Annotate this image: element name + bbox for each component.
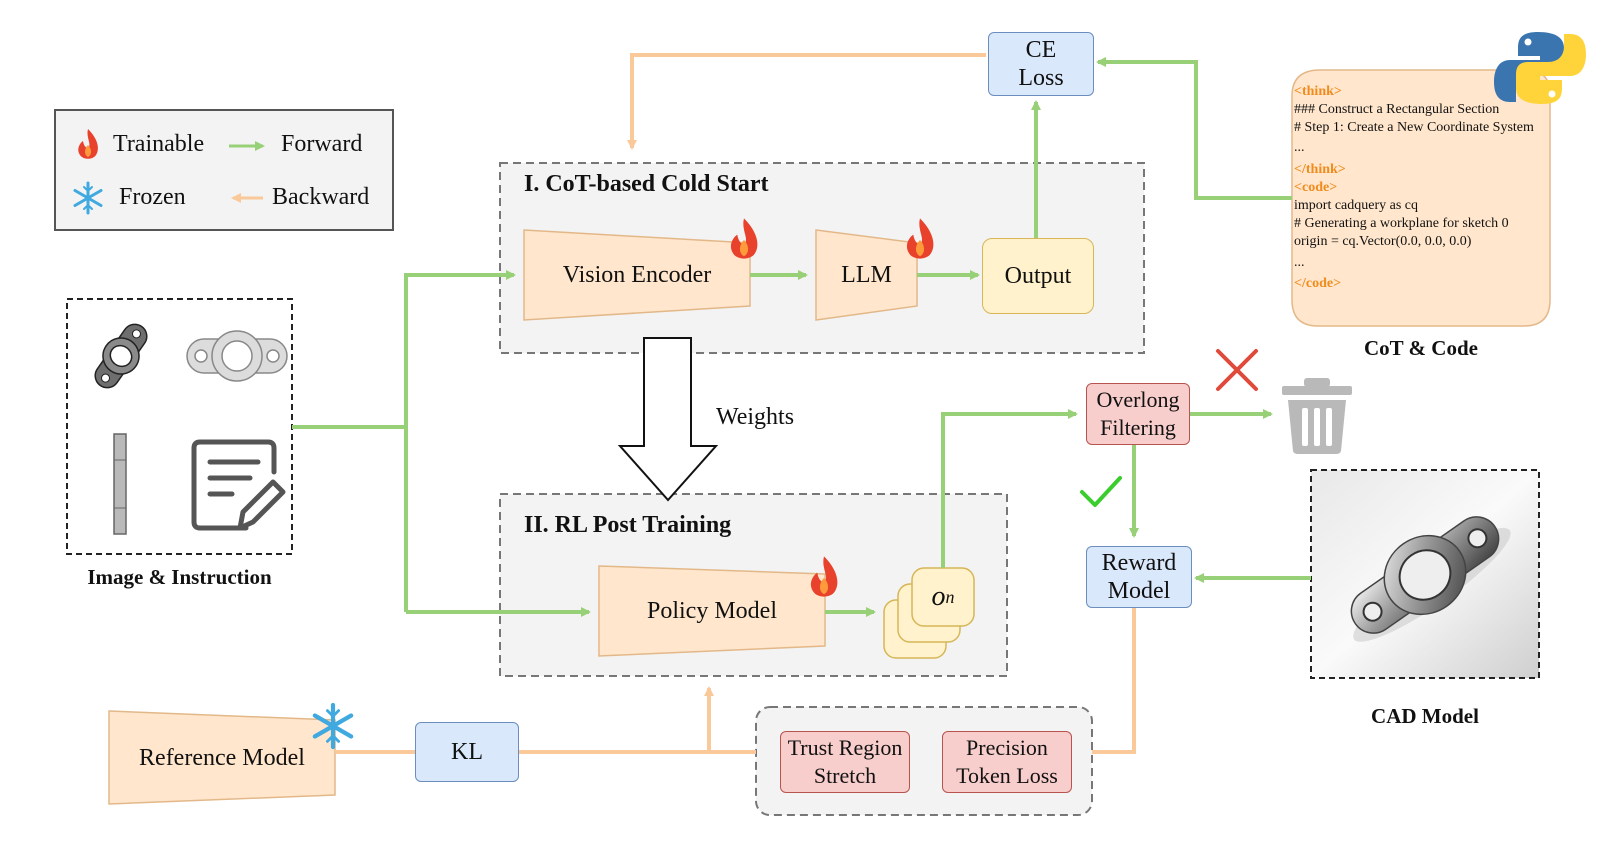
code-line: ... (1294, 140, 1305, 155)
code-line: ### Construct a Rectangular Section (1294, 102, 1500, 117)
legend-frozen-label: Frozen (119, 184, 186, 210)
part-isometric-thumbnail (94, 323, 148, 389)
snowflake-icon (73, 181, 103, 215)
policy-model-shape (598, 565, 826, 657)
cad-model-render (1350, 516, 1511, 642)
llm-shape (815, 229, 918, 321)
flame-icon (730, 218, 758, 259)
cross-icon (1216, 349, 1258, 391)
image-instruction-caption: Image & Instruction (87, 565, 272, 589)
weights-label: Weights (716, 404, 795, 430)
code-line: # Generating a workplane for sketch 0 (1294, 216, 1509, 231)
code-line: </code> (1294, 276, 1342, 291)
instruction-document-icon (191, 439, 286, 531)
overlong-filtering-line1: Overlong (1096, 387, 1180, 412)
stage1-title: I. CoT-based Cold Start (524, 171, 769, 197)
ce-loss-line1: CE (1025, 37, 1057, 63)
overlong-filtering-line2: Filtering (1100, 415, 1176, 440)
reference-model-shape (108, 710, 336, 805)
python-logo-icon (1494, 32, 1586, 104)
policy-output-subscript: n (945, 586, 955, 607)
part-side-view-thumbnail (113, 433, 127, 535)
precision-token-line1: Precision (966, 735, 1048, 760)
kl-box: KL (415, 722, 519, 782)
legend-box (54, 109, 394, 231)
precision-token-line2: Token Loss (956, 763, 1058, 788)
check-icon (1080, 476, 1122, 507)
code-line: import cadquery as cq (1294, 198, 1419, 213)
overlong-filtering-box: Overlong Filtering (1086, 383, 1190, 445)
ce-loss-box: CE Loss (988, 32, 1094, 96)
cad-model-caption: CAD Model (1371, 704, 1479, 728)
trash-icon (1282, 378, 1352, 454)
code-line: # Step 1: Create a New Coordinate System (1294, 120, 1534, 135)
trust-region-line2: Stretch (813, 763, 877, 788)
legend (54, 109, 394, 231)
legend-backward-label: Backward (272, 184, 370, 210)
precision-token-loss-box: Precision Token Loss (942, 731, 1072, 793)
policy-output-symbol: o (931, 581, 946, 612)
code-line: <think> (1294, 84, 1342, 99)
vision-encoder-shape (523, 229, 751, 321)
ce-loss-line2: Loss (1018, 65, 1064, 91)
policy-model-label: Policy Model (647, 597, 777, 624)
stage2-title: II. RL Post Training (524, 512, 732, 538)
weights-transfer-arrow (617, 337, 719, 502)
reward-model-line1: Reward (1101, 550, 1177, 576)
code-line: origin = cq.Vector(0.0, 0.0, 0.0) (1294, 234, 1472, 249)
trust-region-stretch-box: Trust Region Stretch (780, 731, 910, 793)
cot-code-caption: CoT & Code (1364, 336, 1478, 360)
code-line: ... (1294, 255, 1305, 270)
flame-icon (810, 556, 838, 597)
trust-region-line1: Trust Region (787, 735, 903, 760)
output-box: Output (982, 238, 1094, 314)
vision-encoder-label: Vision Encoder (562, 261, 712, 288)
legend-trainable-label: Trainable (113, 131, 205, 157)
reward-model-box: Reward Model (1086, 546, 1192, 608)
reference-model-label: Reference Model (139, 744, 305, 771)
legend-forward-label: Forward (281, 131, 363, 157)
part-top-view-thumbnail (186, 330, 288, 382)
snowflake-icon (312, 702, 354, 750)
forward-connectors (292, 57, 1311, 617)
code-line: </think> (1294, 162, 1346, 177)
llm-label: LLM (841, 261, 892, 288)
code-line: <code> (1294, 180, 1338, 195)
flame-icon (78, 129, 98, 159)
backward-connectors (335, 53, 1136, 754)
reward-model-line2: Model (1107, 578, 1171, 604)
flame-icon (906, 218, 934, 259)
